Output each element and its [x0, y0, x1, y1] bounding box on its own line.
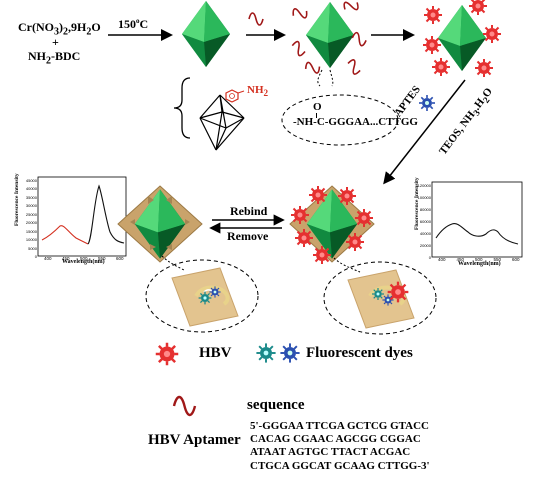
left-plot-ylabel: Fluorescence Intensity: [14, 173, 20, 226]
sequence-line: 5'-GGGAA TTCGA GCTCG GTACC: [250, 420, 429, 432]
left-plot-yticks: 0 5000 10000 15000 20000 25000 30000 35000 40000…: [22, 176, 38, 259]
virus-bound-mof: [422, 0, 502, 78]
legend-aptamer-wave-icon: [172, 395, 197, 417]
legend-hbv-label: HBV: [199, 345, 232, 361]
y-tick-label: 30000: [25, 203, 37, 209]
y-tick-label: 20000: [419, 243, 431, 248]
benzene-ring-icon: [225, 89, 245, 103]
aptamer-mof: [288, 0, 368, 87]
wireframe-octahedron: [199, 94, 245, 151]
amide-chain-label: -NH-C-GGGAA...CTTGG: [293, 116, 418, 128]
mip-particle-bound: [289, 185, 375, 273]
amide-bond: [316, 113, 317, 118]
y-tick-label: 0: [34, 254, 37, 259]
legend-dye-teal-icon: [255, 342, 277, 364]
mof-octahedron-1: [182, 1, 230, 67]
temperature-label: 150oC: [118, 17, 149, 31]
y-tick-label: 100000: [417, 195, 431, 200]
mip-particle-empty: [117, 185, 203, 271]
reagent-plus: +: [52, 35, 59, 49]
x-tick-label: 600: [116, 256, 124, 261]
left-plot-xlabel: Wavelength(nm): [62, 259, 105, 265]
x-tick-label: 550: [98, 256, 106, 261]
left-fluorescence-plot: [37, 176, 127, 257]
left-plot-xticks: 400 450 500 550 600: [40, 256, 126, 262]
x-tick-label: 400: [44, 256, 52, 261]
legend-sequence-label: sequence: [247, 397, 305, 413]
y-tick-label: 10000: [25, 237, 37, 243]
brace: [173, 77, 191, 139]
rebind-label: Rebind: [230, 204, 268, 218]
reagent-metal-salt: Cr(NO3)2,9H2O: [18, 20, 101, 38]
aptamer-wave-small: [248, 12, 264, 26]
zoom-ellipse-empty: [145, 259, 259, 333]
sequence-line: ATAAT AGTGC TTACT ACGAC: [250, 446, 411, 459]
y-tick-label: 80000: [419, 207, 431, 212]
dye-blue-icon-arrow: [418, 94, 436, 112]
right-fluorescence-plot: [431, 181, 523, 258]
reagent-linker: NH2-BDC: [28, 49, 81, 67]
y-tick-label: 40000: [419, 231, 431, 236]
remove-label: Remove: [227, 229, 269, 243]
y-tick-label: 60000: [419, 219, 431, 224]
amide-oxygen: O: [313, 101, 322, 113]
zoom-ellipse-amide: [281, 94, 399, 146]
sequence-line: CACAG CGAAC AGCGG CGGAC: [250, 433, 421, 446]
right-plot-xlabel: Wavelength(nm): [458, 261, 501, 267]
zoom-ellipse-bound: [323, 261, 437, 335]
y-tick-label: 40000: [25, 186, 37, 192]
x-tick-label: 550: [493, 257, 502, 262]
y-tick-label: 0: [428, 255, 431, 260]
y-tick-label: 20000: [25, 220, 37, 226]
y-tick-label: 120000: [417, 183, 431, 188]
legend-dyes-label: Fluorescent dyes: [306, 345, 413, 361]
arrow-silica-coating: [383, 79, 466, 185]
right-plot-xticks: 400 450 500 550 600: [434, 257, 522, 263]
y-tick-label: 5000: [28, 245, 37, 251]
right-plot-yticks: 0 20000 40000 60000 80000 100000 120000: [417, 181, 432, 260]
legend-virus-icon: [154, 341, 180, 367]
amine-label: NH2: [247, 84, 269, 99]
legend-dye-blue-icon: [279, 342, 301, 364]
x-tick-label: 500: [475, 257, 483, 262]
x-tick-label: 450: [62, 256, 70, 261]
y-tick-label: 25000: [25, 211, 37, 217]
y-tick-label: 15000: [25, 228, 37, 234]
x-tick-label: 600: [512, 257, 520, 262]
x-tick-label: 500: [80, 256, 88, 261]
y-tick-label: 45000: [25, 178, 37, 183]
sequence-line: CTGCA GGCAT GCAAG CTTGG-3': [250, 459, 430, 472]
y-tick-label: 35000: [25, 194, 37, 200]
x-tick-label: 450: [456, 257, 465, 262]
x-tick-label: 400: [438, 257, 446, 262]
legend-aptamer-label: HBV Aptamer: [148, 432, 241, 448]
